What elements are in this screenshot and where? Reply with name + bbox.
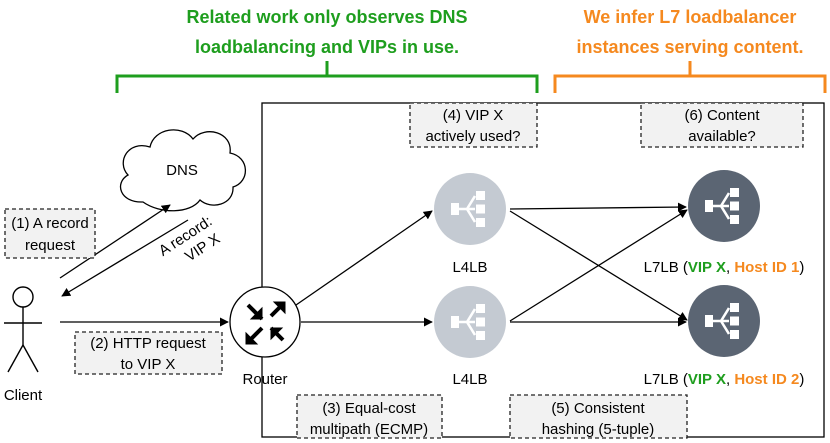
l4lb-bottom-label: L4LB — [452, 371, 487, 388]
arrow-l4lb2-to-l7lb1 — [509, 209, 688, 322]
svg-text:request: request — [25, 237, 76, 254]
svg-text:to VIP X: to VIP X — [121, 356, 176, 373]
note-step1: (1) A record request — [4, 208, 96, 259]
orange-brace — [553, 61, 827, 93]
l7lb-top-label: L7LB (VIP X, Host ID 1) — [644, 259, 805, 276]
l7lb-top-icon — [688, 170, 760, 242]
svg-text:(2) HTTP request: (2) HTTP request — [90, 335, 206, 352]
router-icon — [229, 286, 301, 358]
l4lb-top-label: L4LB — [452, 259, 487, 276]
svg-text:hashing (5-tuple): hashing (5-tuple) — [542, 421, 655, 438]
note-step6: (6) Content available? — [640, 102, 804, 148]
svg-text:(1) A record: (1) A record — [11, 215, 89, 232]
green-brace — [115, 61, 539, 93]
note-step5: (5) Consistent hashing (5-tuple) — [509, 394, 688, 439]
arrow-a-record-response — [61, 219, 189, 297]
header-left-line2: loadbalancing and VIPs in use. — [195, 37, 459, 57]
svg-text:available?: available? — [688, 128, 756, 145]
note-step4: (4) VIP X actively used? — [409, 102, 538, 148]
svg-text:(4) VIP X: (4) VIP X — [443, 107, 504, 124]
l4lb-bottom-icon — [434, 286, 506, 358]
dns-cloud: DNS — [119, 129, 247, 212]
svg-text:(5) Consistent: (5) Consistent — [551, 400, 645, 417]
header-right-line1: We infer L7 loadbalancer — [584, 7, 797, 27]
l7lb-bottom-label: L7LB (VIP X, Host ID 2) — [644, 371, 805, 388]
l4lb-top-icon — [434, 173, 506, 245]
client-icon — [4, 286, 42, 373]
a-record-response-label: A record: VIP X — [156, 213, 223, 266]
arrow-router-to-l4lb-top — [295, 210, 433, 306]
header-right-line2: instances serving content. — [576, 37, 803, 57]
header-left-line1: Related work only observes DNS — [186, 7, 467, 27]
svg-text:actively used?: actively used? — [425, 128, 520, 145]
svg-text:multipath (ECMP): multipath (ECMP) — [310, 421, 428, 438]
client-label: Client — [4, 387, 43, 404]
svg-text:(6) Content: (6) Content — [684, 107, 760, 124]
svg-text:(3) Equal-cost: (3) Equal-cost — [322, 400, 416, 417]
l7lb-bottom-icon — [688, 285, 760, 357]
connections — [59, 202, 688, 327]
note-step2: (2) HTTP request to VIP X — [74, 331, 223, 375]
arrow-l4lb1-to-l7lb1 — [509, 202, 687, 212]
note-step3: (3) Equal-cost multipath (ECMP) — [296, 394, 443, 439]
router-label: Router — [242, 371, 287, 388]
dns-label: DNS — [166, 162, 198, 179]
arrow-a-record-request — [59, 204, 171, 279]
